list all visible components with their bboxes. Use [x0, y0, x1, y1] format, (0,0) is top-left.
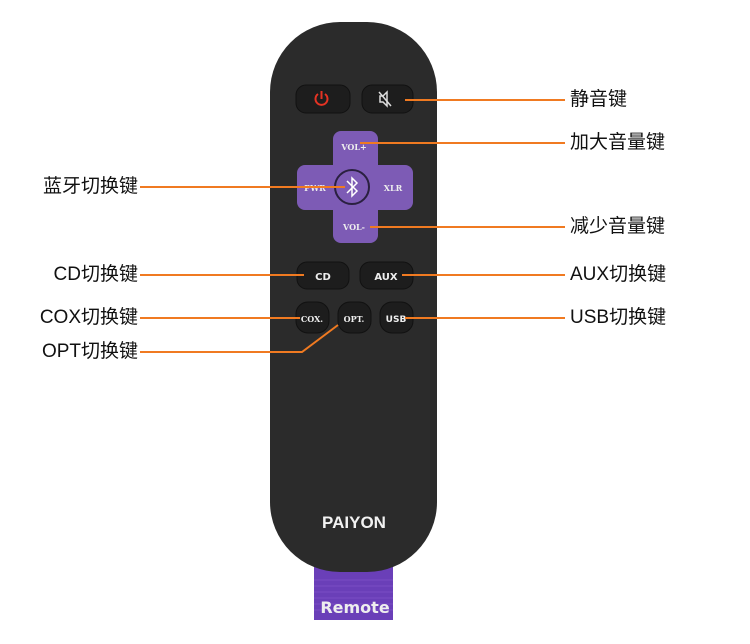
label-vol-up: 加大音量键	[570, 132, 666, 153]
opt-button-label: OPT.	[344, 314, 365, 324]
label-usb: USB切换键	[570, 307, 667, 328]
cox-button-label: COX.	[301, 314, 323, 324]
label-cd: CD切换键	[53, 264, 138, 285]
cd-button-label: CD	[315, 272, 331, 283]
strap-text: Remote	[320, 598, 389, 617]
remote-body	[270, 22, 437, 572]
power-button[interactable]	[295, 84, 351, 114]
bluetooth-icon	[346, 176, 359, 198]
opt-button[interactable]	[337, 301, 372, 334]
vol-up-button[interactable]: VOL+	[340, 142, 366, 152]
label-opt: OPT切换键	[41, 341, 138, 362]
label-cox: COX切换键	[39, 307, 138, 328]
label-vol-down: 减少音量键	[570, 216, 666, 237]
label-mute: 静音键	[570, 89, 628, 110]
aux-button-label: AUX	[374, 272, 398, 283]
brand-logo: PAIYON	[322, 513, 386, 532]
mute-icon	[378, 90, 392, 108]
xlr-button[interactable]: XLR	[384, 183, 403, 193]
leader-lines	[140, 99, 565, 353]
power-icon	[314, 91, 329, 106]
label-aux: AUX切换键	[570, 264, 667, 285]
usb-button-label: USB	[386, 315, 407, 325]
label-bluetooth: 蓝牙切换键	[42, 176, 138, 197]
vol-down-button[interactable]: VOL-	[342, 222, 365, 232]
